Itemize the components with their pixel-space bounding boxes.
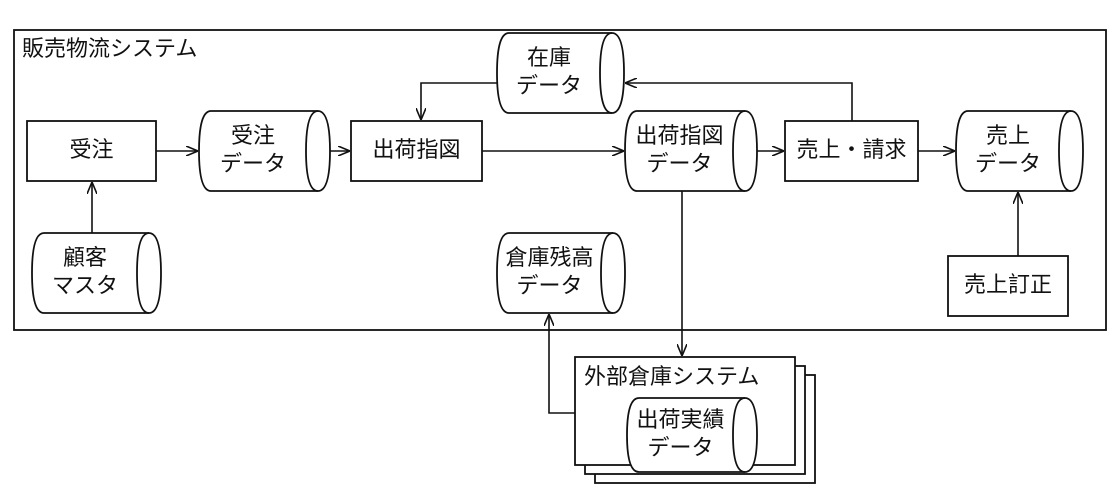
arrow-external-system-to-warehouse-balance	[549, 315, 575, 414]
store-inventory-data-label-1: 在庫	[526, 46, 571, 71]
arrow-inventory-to-shipping-instruction	[421, 82, 497, 119]
process-shipping-instruction-box	[350, 120, 483, 182]
system-title: 販売物流システム	[22, 37, 198, 62]
system-boundary	[13, 29, 1107, 331]
arrow-sales-billing-to-inventory	[626, 83, 853, 121]
process-sales-billing-label: 売上・請求	[796, 138, 907, 163]
store-shipping-instruction-data-label-1: 出荷指図	[635, 124, 724, 149]
process-sales-correction-label: 売上訂正	[963, 273, 1052, 298]
store-customer-master-shape	[31, 232, 162, 314]
store-sales-data-shape	[955, 110, 1084, 192]
store-order-data-shape	[198, 110, 331, 192]
store-inventory-data-label-2: データ	[515, 74, 582, 99]
store-warehouse-balance-data-label-2: データ	[516, 274, 583, 299]
process-sales-correction-box	[947, 255, 1069, 317]
process-order-label: 受注	[69, 138, 114, 163]
store-shipping-results-data-shape	[626, 397, 758, 473]
store-inventory-data-shape	[496, 32, 625, 114]
process-shipping-instruction-label: 出荷指図	[372, 138, 461, 163]
store-warehouse-balance-data-label-1: 倉庫残高	[505, 246, 594, 271]
store-shipping-results-data-label-2: データ	[647, 436, 714, 461]
store-shipping-results-data-label-1: 出荷実績	[636, 408, 725, 433]
store-order-data-label-2: データ	[219, 152, 286, 177]
store-shipping-instruction-data-shape	[624, 110, 758, 192]
store-order-data-label-1: 受注	[230, 124, 275, 149]
process-order-box	[26, 120, 157, 182]
store-customer-master-label-1: 顧客	[62, 246, 107, 271]
store-customer-master-label-2: マスタ	[51, 274, 118, 299]
external-system-title: 外部倉庫システム	[584, 365, 760, 390]
store-shipping-instruction-data-label-2: データ	[646, 152, 713, 177]
store-sales-data-label-2: データ	[974, 152, 1041, 177]
store-sales-data-label-1: 売上	[985, 124, 1030, 149]
store-warehouse-balance-data-shape	[496, 232, 626, 314]
